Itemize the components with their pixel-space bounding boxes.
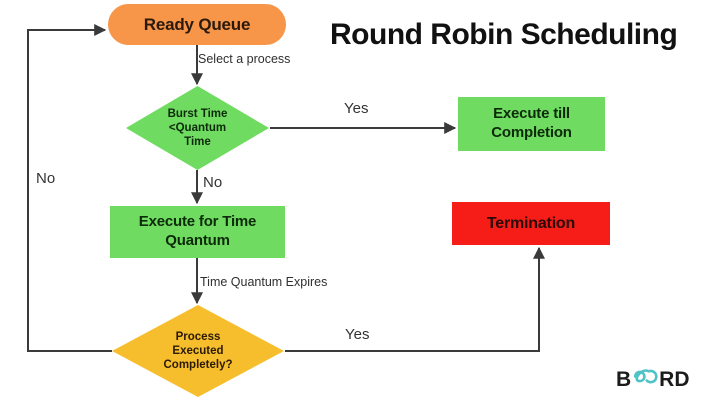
node-process-executed-decision[interactable]: Process Executed Completely? — [112, 305, 284, 397]
quantum-line-2: Quantum — [165, 232, 230, 249]
completion-line-2: Completion — [491, 124, 572, 141]
quantum-line-1: Execute for Time — [138, 213, 257, 231]
edge-label-no-middle: No — [203, 174, 223, 191]
process-line-1: Process — [175, 330, 221, 343]
node-burst-time-decision[interactable]: Burst Time <Quantum Time — [126, 86, 269, 170]
node-burst-time-decision-label: Burst Time <Quantum Time — [126, 86, 269, 170]
brand-logo: B RD — [616, 368, 690, 390]
burst-line-3: Time — [184, 136, 211, 148]
node-execute-till-completion[interactable]: Execute till Completion — [458, 97, 605, 151]
process-line-2: Executed — [172, 344, 224, 357]
infinity-icon — [632, 368, 658, 390]
edge-process-no-to-ready-queue — [27, 24, 112, 352]
edge-label-yes-top: Yes — [344, 100, 369, 117]
logo-text-before: B — [616, 367, 632, 391]
node-ready-queue-label: Ready Queue — [143, 14, 251, 34]
node-execute-till-completion-label: Execute till Completion — [491, 105, 572, 143]
diamond-shape-yellow — [112, 305, 284, 397]
node-execute-for-time-quantum-label: Execute for Time Quantum — [138, 213, 257, 251]
edge-process-yes-to-termination — [285, 246, 545, 352]
diamond-shape-green — [126, 86, 269, 170]
process-line-3: Completely? — [163, 359, 233, 371]
node-process-executed-decision-label: Process Executed Completely? — [112, 305, 284, 397]
edge-label-time-quantum-expires: Time Quantum Expires — [200, 275, 328, 289]
edge-label-yes-bottom: Yes — [345, 326, 370, 343]
logo-text-after: RD — [659, 367, 690, 391]
burst-line-1: Burst Time — [167, 107, 228, 120]
node-execute-for-time-quantum[interactable]: Execute for Time Quantum — [110, 206, 285, 258]
completion-line-1: Execute till — [493, 105, 570, 123]
node-ready-queue[interactable]: Ready Queue — [108, 4, 286, 45]
edge-label-no-left: No — [36, 170, 56, 187]
node-termination[interactable]: Termination — [452, 202, 610, 245]
node-termination-label: Termination — [486, 214, 576, 232]
page-title: Round Robin Scheduling — [330, 18, 678, 51]
edge-label-select-a-process: Select a process — [198, 52, 291, 66]
burst-line-2: <Quantum — [168, 121, 227, 134]
